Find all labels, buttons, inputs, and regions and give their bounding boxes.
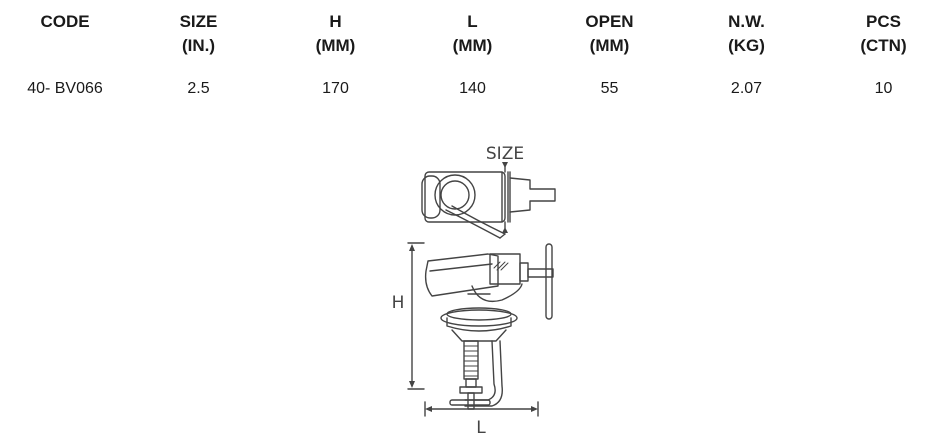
height-dimension-label: H (392, 293, 405, 313)
vice-front-view (424, 243, 554, 410)
vice-top-view (421, 171, 556, 239)
cell-l: 140 (459, 80, 486, 97)
size-dimension-label: SIZE (486, 144, 524, 164)
spec-table: CODE SIZE(IN.) H(MM) L(MM) OPEN(MM) N.W.… (0, 10, 952, 101)
table-row: 40- BV066 2.5 170 140 55 2.07 10 (0, 70, 952, 101)
bench-vice-drawing: SIZE (380, 136, 580, 441)
vice-technical-drawing: SIZE (392, 144, 556, 438)
cell-nw: 2.07 (730, 80, 763, 97)
header-pcs: PCS(CTN) (860, 12, 907, 55)
header-h: H(MM) (315, 12, 356, 55)
cell-pcs: 10 (874, 80, 893, 97)
cell-h: 170 (322, 80, 349, 97)
cell-code: 40- BV066 (27, 80, 103, 97)
header-l: L(MM) (452, 12, 493, 55)
length-dimension-label: L (476, 418, 486, 438)
header-size: SIZE(IN.) (179, 12, 218, 55)
cell-open: 55 (600, 80, 619, 97)
header-row: CODE SIZE(IN.) H(MM) L(MM) OPEN(MM) N.W.… (0, 10, 952, 70)
header-open: OPEN(MM) (585, 12, 634, 55)
cell-size: 2.5 (187, 80, 210, 97)
header-code: CODE (40, 12, 90, 31)
header-nw: N.W.(KG) (728, 12, 765, 55)
